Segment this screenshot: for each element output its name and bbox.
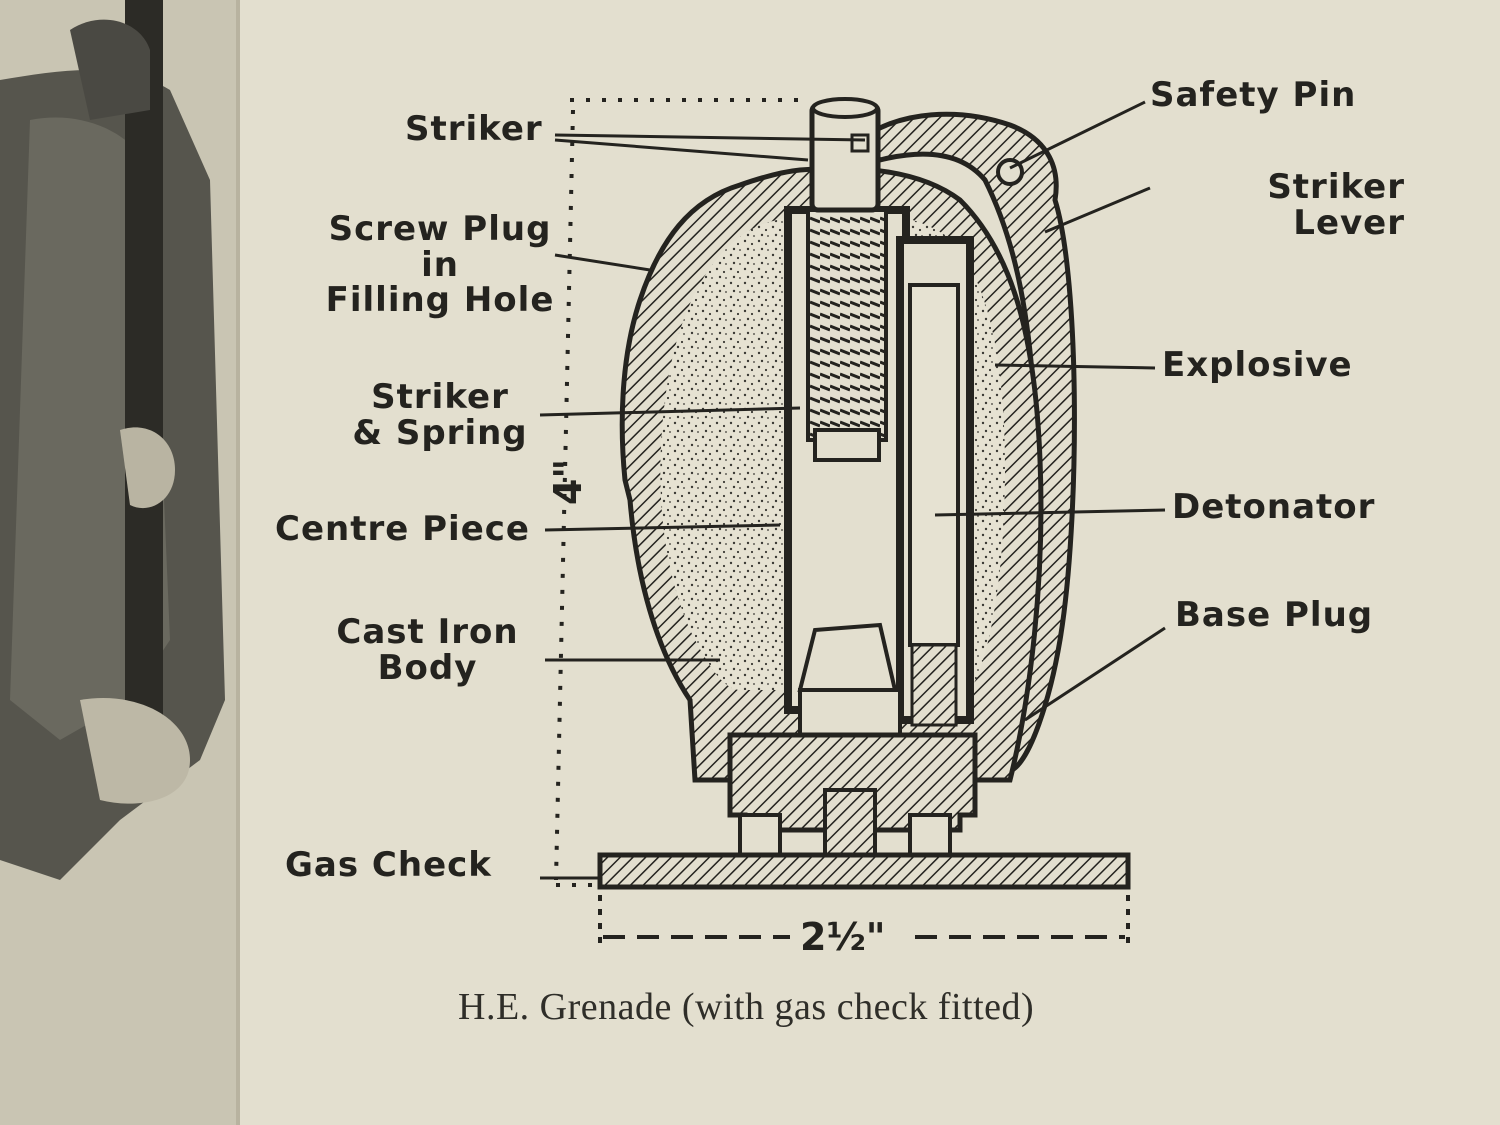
label-striker: Striker [405, 109, 543, 149]
height-dimension-label: 4" [546, 458, 591, 506]
spring-coil [806, 208, 888, 442]
grenade-cross-section [597, 97, 1131, 890]
striker-rod [809, 102, 881, 213]
width-dimension-line [598, 895, 1130, 945]
left-photo-page [0, 0, 240, 1125]
label-safety-pin: Safety Pin [1150, 75, 1357, 115]
label-screw-plug: Screw Plug in Filling Hole [325, 209, 555, 321]
striker-lever-shape [856, 111, 1077, 773]
label-explosive: Explosive [1162, 345, 1353, 385]
label-striker-lever: Striker Lever [1267, 167, 1405, 243]
label-detonator: Detonator [1172, 487, 1376, 527]
leader-lines [539, 100, 1166, 880]
detonator-tube [908, 283, 960, 647]
figure-caption: H.E. Grenade (with gas check fitted) [458, 986, 1035, 1028]
label-gas-check: Gas Check [285, 845, 492, 885]
base-plug-shape [727, 732, 978, 833]
height-dimension-line [554, 98, 810, 887]
label-centre-piece: Centre Piece [275, 509, 530, 549]
width-dimension-label: 2½" [800, 915, 886, 959]
label-cast-iron-body: Cast Iron Body [336, 612, 519, 688]
label-striker-spring: Striker & Spring [352, 377, 528, 453]
label-base-plug: Base Plug [1175, 595, 1374, 635]
gas-check-plate [597, 852, 1131, 890]
